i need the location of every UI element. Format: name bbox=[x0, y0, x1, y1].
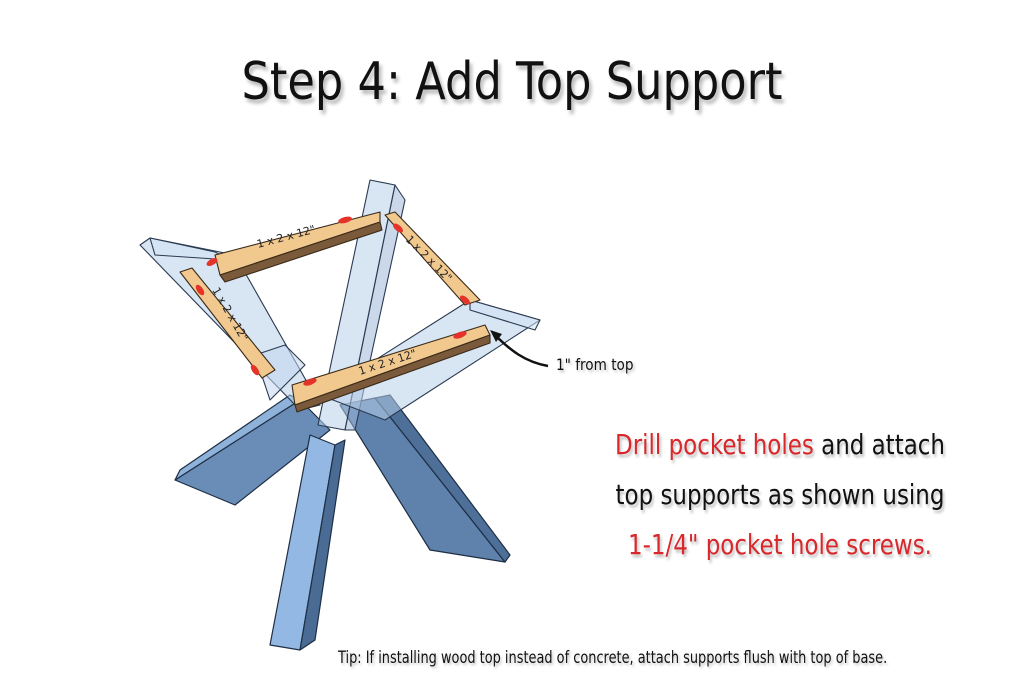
distance-callout: 1" from top bbox=[556, 355, 634, 374]
instruction-line2: top supports as shown using bbox=[615, 478, 945, 511]
board-label-right: 1 x 2 x 12" bbox=[403, 233, 455, 285]
callout-arrow bbox=[494, 334, 549, 368]
top-support-boards bbox=[179, 211, 491, 413]
lower-legs bbox=[174, 394, 511, 651]
instruction-line1-rest: and attach bbox=[813, 428, 945, 461]
instruction-highlight-1: Drill pocket holes bbox=[615, 428, 814, 461]
page-title: Step 4: Add Top Support bbox=[241, 52, 783, 112]
tip-text: Tip: If installing wood top instead of c… bbox=[338, 648, 888, 668]
instruction-highlight-2: 1-1/4" pocket hole screws. bbox=[628, 528, 932, 561]
instruction-text: Drill pocket holes and attach top suppor… bbox=[608, 420, 952, 570]
pocket-holes bbox=[195, 216, 470, 386]
